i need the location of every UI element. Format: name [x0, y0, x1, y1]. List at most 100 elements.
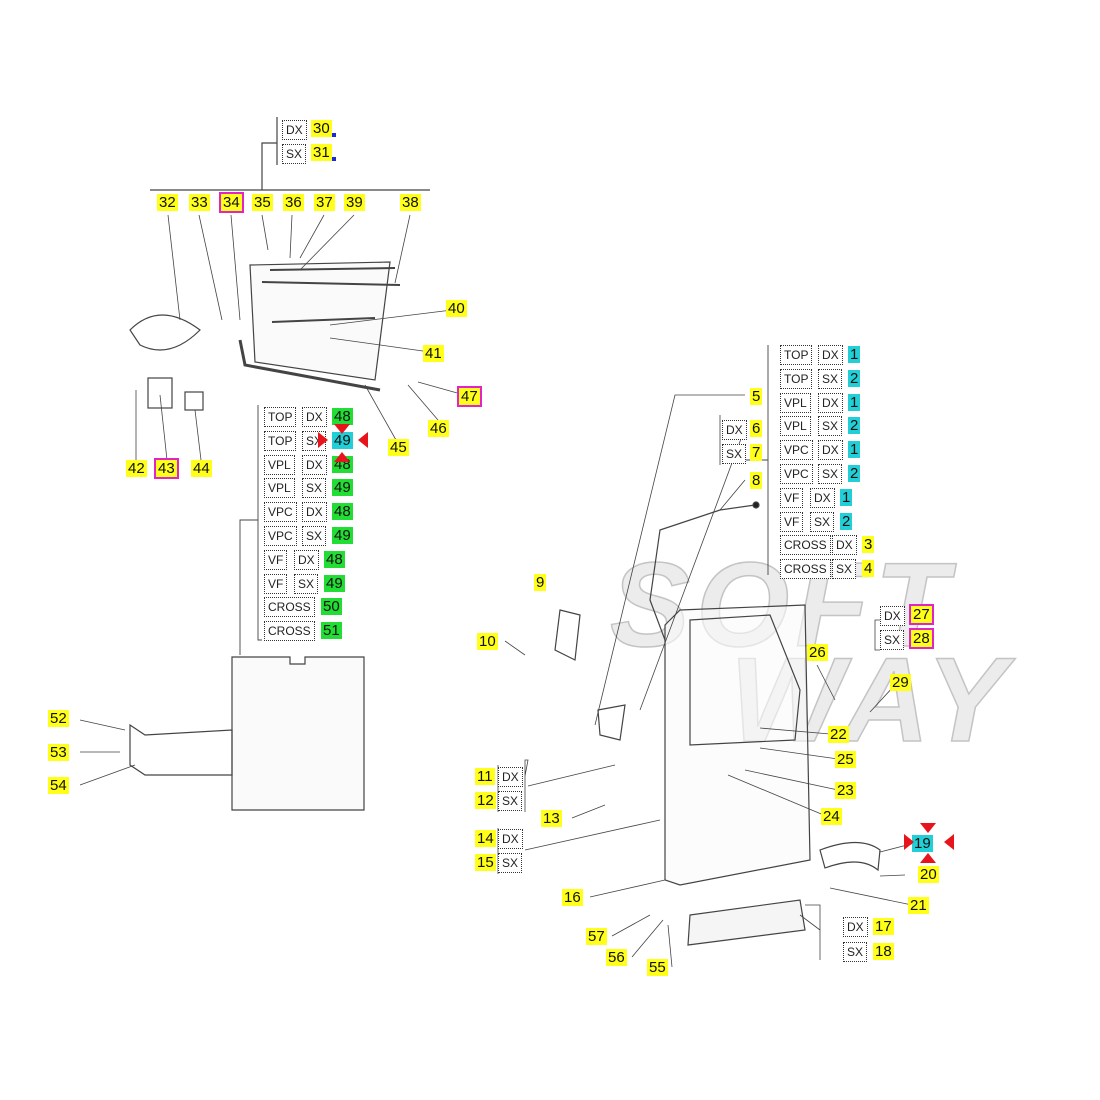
left_table-type: VPL	[264, 454, 295, 475]
callout-34: 34	[219, 192, 244, 213]
right_table-type: VF	[780, 487, 804, 508]
callout-17: 17	[873, 918, 894, 935]
blue-dot-30	[332, 133, 336, 137]
callout-37: 37	[314, 194, 335, 211]
side-tag-dx: DX	[722, 420, 747, 440]
callout-32: 32	[157, 194, 178, 211]
left_table-type: VPC	[264, 526, 297, 546]
callout-26: 26	[807, 644, 828, 661]
right_table-side: DX	[818, 345, 843, 365]
callout-25: 25	[835, 751, 856, 768]
side-tag-dx: DX	[498, 829, 523, 849]
right_table-side: SX	[810, 511, 835, 532]
left_table-side: DX	[294, 549, 319, 570]
right_table-type: VPL	[780, 392, 811, 413]
side-tag-dx: DX	[498, 767, 523, 787]
callout-44: 44	[191, 460, 212, 477]
right_table-side: SX	[818, 416, 843, 437]
callout-42: 42	[126, 460, 147, 477]
callout-10: 10	[477, 633, 498, 650]
callout-8: 8	[750, 472, 763, 489]
callout-35: 35	[252, 194, 273, 211]
callout-39: 39	[344, 194, 365, 211]
callout-53: 53	[48, 744, 69, 761]
callout-29: 29	[890, 674, 911, 691]
leader-lines-right	[504, 394, 916, 968]
pointer-marker-bottom	[334, 452, 350, 462]
callout-43: 43	[154, 458, 179, 479]
left_table-type: TOP	[264, 430, 297, 451]
right_table-side: DX	[810, 487, 835, 508]
side-tag-dx: DX	[843, 917, 868, 937]
left_table-type: TOP	[264, 407, 297, 427]
callout-1: 1	[848, 441, 861, 459]
pointer-marker-bottom-19	[920, 853, 936, 863]
hinge-lower	[597, 704, 626, 741]
callout-1: 1	[848, 346, 861, 363]
blue-dot-31	[332, 157, 336, 161]
callout-47: 47	[457, 386, 482, 407]
arm-rest-19	[819, 841, 881, 872]
callout-11: 11	[475, 768, 495, 785]
callout-27: 27	[909, 604, 934, 625]
right_table-side: DX	[818, 392, 843, 413]
callout-55: 55	[647, 959, 668, 976]
side-tag-sx: SX	[722, 444, 747, 464]
left_table-type: VPL	[264, 478, 295, 499]
side-tag-sx: SX	[498, 791, 523, 811]
callout-40: 40	[446, 300, 467, 317]
right_table-side: DX	[832, 535, 857, 556]
callout-13: 13	[541, 810, 562, 827]
callout-54: 54	[48, 777, 69, 794]
side-tag-sx: SX	[498, 853, 523, 873]
callout-48: 48	[324, 550, 345, 568]
side-tag-sx: SX	[843, 942, 868, 962]
left_table-type: VPC	[264, 502, 297, 523]
pointer-marker-left	[318, 432, 328, 448]
callout-16: 16	[562, 889, 583, 906]
pointer-marker-top	[334, 424, 350, 434]
glass-seal	[238, 339, 381, 392]
callout-46: 46	[428, 420, 449, 437]
side-tag-sx: SX	[282, 144, 307, 164]
callout-24: 24	[821, 808, 842, 825]
callout-22: 22	[828, 726, 849, 743]
callout-21: 21	[908, 897, 929, 914]
left_table-side: SX	[294, 573, 319, 594]
right_table-type: VPC	[780, 464, 813, 484]
leader-lines-52-54	[79, 719, 136, 786]
callout-2: 2	[848, 465, 861, 482]
callout-1: 1	[848, 393, 861, 411]
callout-28: 28	[909, 628, 934, 649]
callout-6: 6	[750, 420, 763, 437]
right_table-type: VPL	[780, 416, 811, 437]
callout-2: 2	[848, 369, 861, 387]
left_table-side: SX	[302, 526, 327, 546]
trim-17	[687, 899, 806, 946]
callout-12: 12	[475, 792, 496, 809]
callout-48: 48	[332, 503, 353, 521]
pointer-marker-right	[358, 432, 368, 448]
callout-2: 2	[848, 417, 861, 435]
callout-9: 9	[534, 574, 547, 591]
callout-36: 36	[283, 194, 304, 211]
left_table-type: VF	[264, 549, 288, 570]
bracket-43	[147, 377, 173, 409]
callout-56: 56	[606, 949, 627, 966]
leader-lines-left	[135, 214, 469, 461]
right_table-type: CROSS	[780, 535, 831, 556]
left_table-side: DX	[302, 454, 327, 475]
callout-19: 19	[912, 835, 933, 852]
right_table-side: SX	[832, 559, 857, 580]
leader-bracket-left-table	[239, 405, 262, 655]
left_table-side: DX	[302, 407, 327, 427]
callout-1: 1	[840, 488, 853, 506]
callout-41: 41	[423, 345, 444, 362]
callout-18: 18	[873, 943, 894, 960]
glass-rails	[261, 267, 401, 323]
callout-50: 50	[321, 598, 342, 616]
left_table-type: CROSS	[264, 597, 315, 618]
left_table-type: CROSS	[264, 621, 315, 642]
